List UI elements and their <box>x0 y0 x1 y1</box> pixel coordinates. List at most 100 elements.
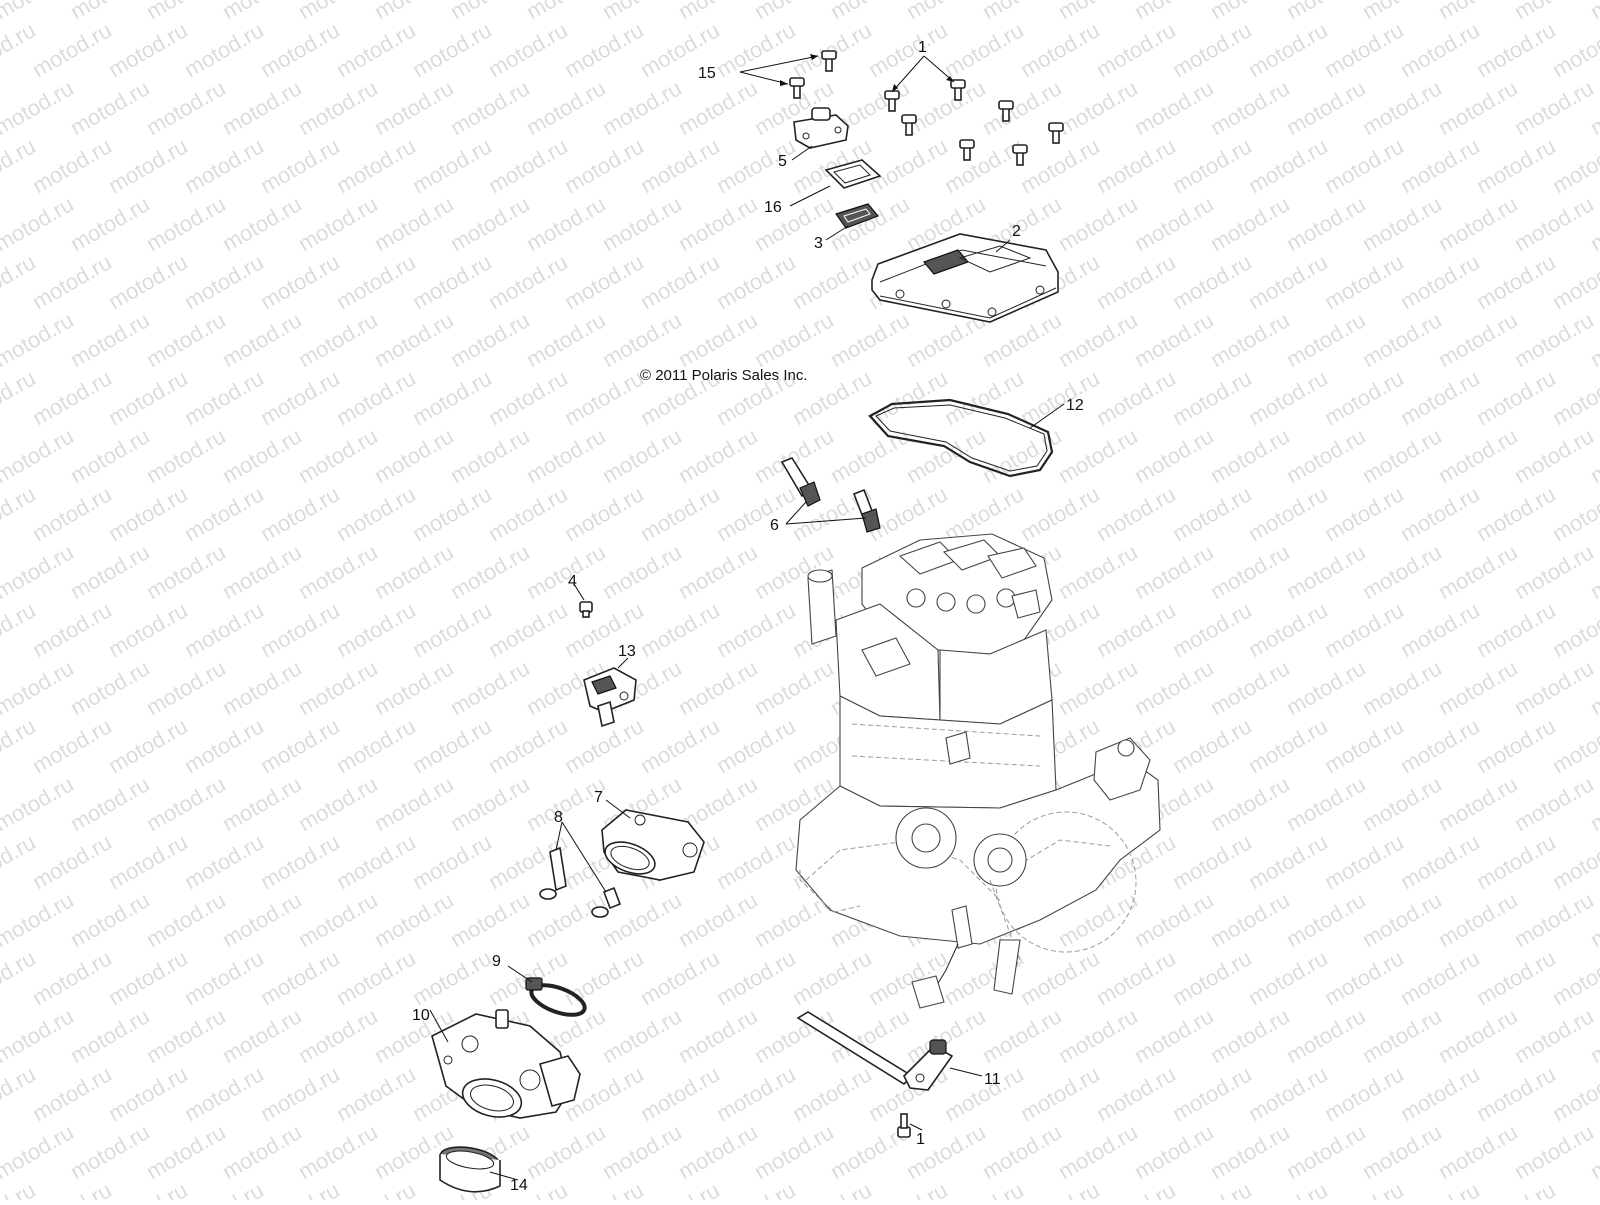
bolt-8-a <box>539 846 567 900</box>
watermark-text: motod.ru <box>636 133 724 198</box>
watermark-text: motod.ru <box>104 945 192 1010</box>
watermark-text: motod.ru <box>1092 365 1180 430</box>
watermark-text: motod.ru <box>1472 1061 1560 1126</box>
watermark-text: motod.ru <box>1434 75 1522 140</box>
watermark-text: motod.ru <box>1054 0 1142 24</box>
watermark-text: motod.ru <box>1244 1061 1332 1126</box>
watermark-text: motod.ru <box>1168 133 1256 198</box>
watermark-text: motod.ru <box>1244 713 1332 778</box>
watermark-text: motod.ru <box>864 365 952 430</box>
watermark-text: motod.ru <box>1130 539 1218 604</box>
watermark-text: motod.ru <box>1548 481 1600 546</box>
watermark-text: motod.ru <box>1320 481 1408 546</box>
watermark-text: motod.ru <box>180 365 268 430</box>
watermark-text: motod.ru <box>1472 17 1560 82</box>
watermark-text: motod.ru <box>1472 481 1560 546</box>
watermark-text: motod.ru <box>1434 1119 1522 1184</box>
watermark-text: motod.ru <box>142 423 230 488</box>
watermark-text: motod.ru <box>1244 249 1332 314</box>
watermark-text: motod.ru <box>788 17 876 82</box>
callout-label-15: 15 <box>698 65 716 82</box>
watermark-text: motod.ru <box>1472 945 1560 1010</box>
watermark-text: motod.ru <box>750 1119 838 1184</box>
watermark-text: motod.ru <box>1548 597 1600 662</box>
watermark-text: motod.ru <box>1282 1003 1370 1068</box>
watermark-text: motod.ru <box>256 133 344 198</box>
callout-label-2: 2 <box>1012 223 1021 240</box>
watermark-text: motod.ru <box>1054 191 1142 256</box>
callout-label-1-top: 1 <box>918 39 927 56</box>
watermark-text: motod.ru <box>560 481 648 546</box>
watermark-text: motod.ru <box>408 945 496 1010</box>
watermark-text: motod.ru <box>1434 423 1522 488</box>
watermark-text: motod.ru <box>1282 423 1370 488</box>
callout-label-1-bottom: 1 <box>916 1131 925 1148</box>
watermark-text: motod.ru <box>522 887 610 952</box>
watermark-text: motod.ru <box>1396 713 1484 778</box>
watermark-text: motod.ru <box>674 887 762 952</box>
watermark-text: motod.ru <box>1282 191 1370 256</box>
bolt-15-upper <box>821 50 837 72</box>
callout-label-14: 14 <box>510 1177 528 1194</box>
watermark-text: motod.ru <box>1396 829 1484 894</box>
watermark-text: motod.ru <box>1130 423 1218 488</box>
watermark-text: motod.ru <box>180 481 268 546</box>
watermark-text: motod.ru <box>1092 249 1180 314</box>
watermark-text: motod.ru <box>484 365 572 430</box>
intake-boot-7 <box>601 809 705 881</box>
watermark-text: motod.ru <box>712 1061 800 1126</box>
watermark-text: motod.ru <box>1358 307 1446 372</box>
watermark-text: motod.ru <box>104 17 192 82</box>
callout-label-6: 6 <box>770 517 779 534</box>
watermark-text: motod.ru <box>142 1119 230 1184</box>
watermark-text: motod.ru <box>1396 597 1484 662</box>
watermark-text: motod.ru <box>1358 423 1446 488</box>
watermark-text: motod.ru <box>180 829 268 894</box>
watermark-text: motod.ru <box>294 0 382 24</box>
watermark-text: motod.ru <box>446 771 534 836</box>
watermark-text: motod.ru <box>0 75 78 140</box>
watermark-text: motod.ru <box>1206 1003 1294 1068</box>
watermark-text: motod.ru <box>370 887 458 952</box>
watermark-text: motod.ru <box>1206 1119 1294 1184</box>
watermark-text: motod.ru <box>66 1003 154 1068</box>
watermark-text: motod.ru <box>978 0 1066 24</box>
watermark-text: motod.ru <box>332 945 420 1010</box>
watermark-text: motod.ru <box>66 0 154 24</box>
watermark-text: motod.ru <box>1396 249 1484 314</box>
watermark-text: motod.ru <box>446 75 534 140</box>
watermark-text: motod.ru <box>484 481 572 546</box>
watermark-text: motod.ru <box>1358 655 1446 720</box>
watermark-text: motod.ru <box>218 75 306 140</box>
watermark-text: motod.ru <box>1244 365 1332 430</box>
watermark-text: motod.ru <box>1548 945 1600 1010</box>
watermark-text: motod.ru <box>446 423 534 488</box>
watermark-text: motod.ru <box>370 539 458 604</box>
watermark-text: motod.ru <box>408 133 496 198</box>
watermark-text: motod.ru <box>0 191 78 256</box>
watermark-text: motod.ru <box>940 133 1028 198</box>
bolt-4 <box>579 601 593 618</box>
callout-label-13: 13 <box>618 643 636 660</box>
watermark-text: motod.ru <box>370 307 458 372</box>
watermark-text: motod.ru <box>1510 307 1598 372</box>
watermark-text: motod.ru <box>408 597 496 662</box>
watermark-text: motod.ru <box>370 75 458 140</box>
watermark-text: motod.ru <box>826 307 914 372</box>
watermark-text: motod.ru <box>142 0 230 24</box>
watermark-text: motod.ru <box>750 307 838 372</box>
watermark-text: motod.ru <box>1168 829 1256 894</box>
watermark-text: motod.ru <box>104 481 192 546</box>
watermark-text: motod.ru <box>636 713 724 778</box>
bolt-1-lower <box>897 1113 911 1138</box>
watermark-text: motod.ru <box>370 191 458 256</box>
watermark-text: motod.ru <box>1244 829 1332 894</box>
watermark-text: motod.ru <box>1016 1061 1104 1126</box>
watermark-text: motod.ru <box>1548 17 1600 82</box>
watermark-text: motod.ru <box>1130 1003 1218 1068</box>
watermark-text: motod.ru <box>332 1177 420 1200</box>
watermark-text: motod.ru <box>826 191 914 256</box>
watermark-text: motod.ru <box>142 1003 230 1068</box>
watermark-text: motod.ru <box>66 75 154 140</box>
